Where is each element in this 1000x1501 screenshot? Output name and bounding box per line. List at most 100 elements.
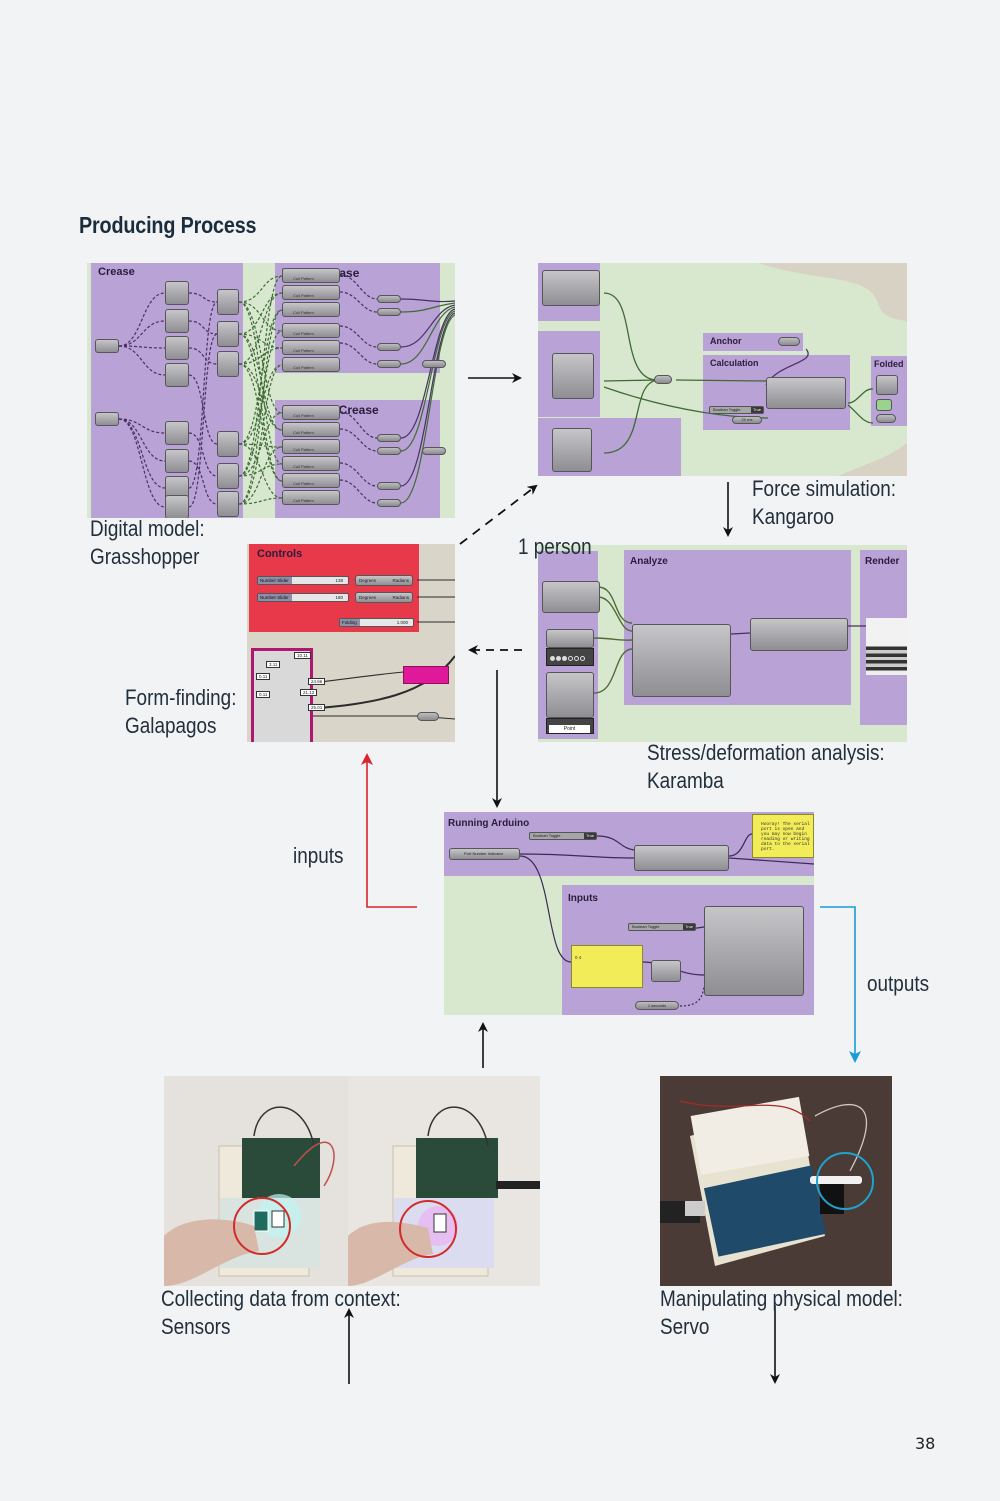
polyline-node[interactable] <box>217 321 239 347</box>
caption-outputs: outputs <box>867 971 930 996</box>
hinge-node[interactable] <box>552 428 592 472</box>
polyline-node[interactable] <box>217 431 239 457</box>
genome-value: 10.11 <box>294 652 311 659</box>
genome-value: 0.11 <box>256 691 271 698</box>
karamba-wires <box>593 586 866 694</box>
group-anchor-title: Anchor <box>710 336 742 346</box>
analyze-node[interactable] <box>750 618 848 651</box>
rectangle-goal-node[interactable] <box>542 270 600 306</box>
fold-spring-node[interactable] <box>552 353 594 399</box>
evaluate-node[interactable] <box>165 449 189 473</box>
output-param[interactable] <box>377 308 401 316</box>
evaluate-node[interactable] <box>165 421 189 445</box>
group-inputs-title: Inputs <box>568 893 598 904</box>
uno-read-node[interactable] <box>704 906 804 996</box>
folded-output-param[interactable] <box>876 414 896 423</box>
folded-preview-node[interactable] <box>876 375 898 395</box>
dof-toggle-ty[interactable] <box>556 656 561 661</box>
kangaroo-engine-node[interactable] <box>766 377 846 409</box>
output-param[interactable] <box>377 295 401 303</box>
output-param[interactable] <box>377 434 401 442</box>
dof-toggle-rz[interactable] <box>580 656 585 661</box>
polyline-node[interactable] <box>217 289 239 315</box>
cull-pattern-node[interactable]: Cull Pattern <box>282 340 340 355</box>
servo-photo <box>660 1076 892 1286</box>
caption-sensors: Collecting data from context: Sensors <box>161 1286 401 1339</box>
galapagos-output-node[interactable] <box>403 666 449 684</box>
cull-pattern-node[interactable]: Cull Pattern <box>282 490 340 505</box>
anchor-point-param[interactable] <box>778 337 800 346</box>
mesh-to-beam-node[interactable] <box>542 581 600 613</box>
dof-toggle-rx[interactable] <box>568 656 573 661</box>
evaluate-node[interactable] <box>165 281 189 305</box>
assemble-model-node[interactable] <box>632 624 731 697</box>
list-item-node[interactable] <box>651 960 681 982</box>
status-message-panel: Hooray! The serial port is open and you … <box>752 814 814 858</box>
port-number-indicator[interactable]: Port Number Indicator <box>449 848 520 860</box>
output-param[interactable] <box>377 447 401 455</box>
timer-node[interactable]: 20 ms <box>732 416 762 424</box>
cull-pattern-node[interactable]: Cull Pattern <box>282 473 340 488</box>
merge-node[interactable] <box>654 375 672 384</box>
sensor-photo-1 <box>164 1076 348 1286</box>
load-type-dropdown[interactable]: Point <box>546 718 594 734</box>
polyline-node[interactable] <box>217 491 239 517</box>
cull-pattern-node[interactable]: Cull Pattern <box>282 456 340 471</box>
support-conditions[interactable] <box>546 648 594 666</box>
output-param[interactable] <box>422 447 446 455</box>
evaluate-node[interactable] <box>165 495 189 518</box>
kangaroo-background <box>758 263 907 476</box>
group-calculation-title: Calculation <box>710 358 759 368</box>
evaluate-node[interactable] <box>165 309 189 333</box>
open-port-node[interactable] <box>634 845 729 871</box>
cull-pattern-node[interactable]: Cull Pattern <box>282 323 340 338</box>
cull-pattern-node[interactable]: Cull Pattern <box>282 302 340 317</box>
crease-source-node[interactable] <box>95 412 119 426</box>
cull-pattern-node[interactable]: Cull Pattern <box>282 439 340 454</box>
cull-pattern-node[interactable]: Cull Pattern <box>282 405 340 420</box>
polyline-node[interactable] <box>217 351 239 377</box>
port-value-panel: 0 4 <box>571 945 643 988</box>
dof-toggle-tz[interactable] <box>562 656 567 661</box>
crease-source-node[interactable] <box>95 339 119 353</box>
caption-digital-model: Digital model: Grasshopper <box>90 516 205 569</box>
group-folded-title: Folded <box>874 359 904 369</box>
polyline-node[interactable] <box>217 463 239 489</box>
controls-group: Controls <box>249 544 419 632</box>
cull-pattern-node[interactable]: Cull Pattern <box>282 422 340 437</box>
output-param[interactable] <box>377 343 401 351</box>
load-node[interactable] <box>546 672 594 718</box>
cull-pattern-node[interactable]: Cull Pattern <box>282 268 340 283</box>
cull-pattern-node[interactable]: Cull Pattern <box>282 357 340 372</box>
output-param[interactable] <box>377 482 401 490</box>
output-param[interactable] <box>377 360 401 368</box>
dof-toggle-tx[interactable] <box>550 656 555 661</box>
kangaroo-wires <box>603 292 874 454</box>
caption-inputs: inputs <box>293 843 344 868</box>
support-node[interactable] <box>546 629 594 648</box>
group-anchor: Anchor <box>703 333 803 351</box>
output-param[interactable] <box>422 360 446 368</box>
controls-title: Controls <box>257 548 303 560</box>
dof-toggle-ry[interactable] <box>574 656 579 661</box>
genome-value: 24.66 <box>308 678 326 685</box>
evaluate-node[interactable] <box>165 336 189 360</box>
caption-form-finding: Form-finding: Galapagos <box>125 685 237 738</box>
folded-display-node[interactable] <box>876 399 892 411</box>
cull-pattern-node[interactable]: Cull Pattern <box>282 285 340 300</box>
output-param[interactable] <box>377 499 401 507</box>
evaluate-node[interactable] <box>165 363 189 387</box>
group-render-title: Render <box>865 556 900 567</box>
uno-timer-node[interactable]: 1 seconds <box>635 1001 679 1010</box>
galapagos-param[interactable] <box>417 712 439 721</box>
